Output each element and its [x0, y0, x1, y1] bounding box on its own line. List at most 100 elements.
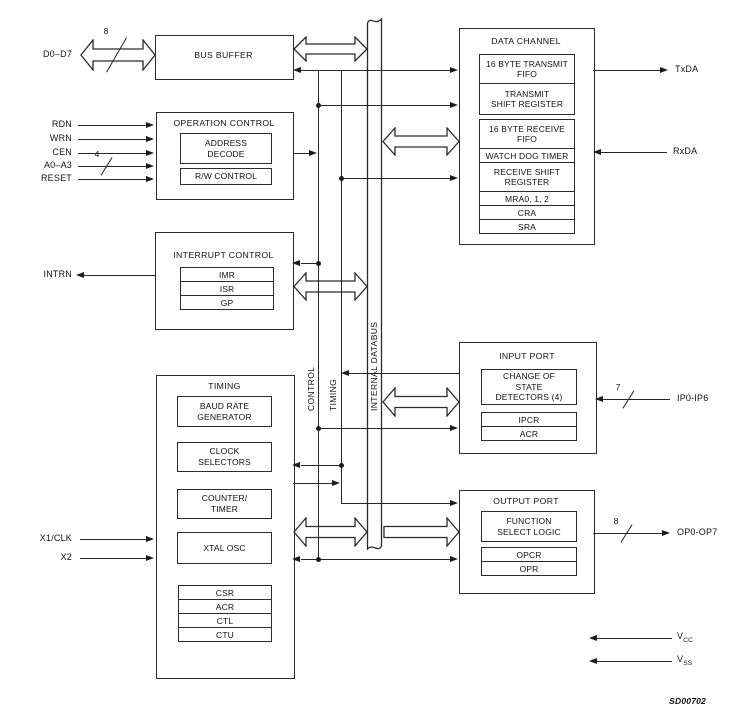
register-opr: OPR: [482, 561, 576, 575]
arrowhead: [146, 163, 154, 169]
x2-label: X2: [60, 552, 72, 562]
rx-fifo-box: 16 BYTE RECEIVE FIFO: [489, 124, 565, 144]
arrowhead: [292, 556, 300, 562]
rw-control-box: R/W CONTROL: [180, 168, 272, 185]
junction-dot: [339, 463, 344, 468]
x1clk-wire: [80, 539, 147, 541]
register-acr: ACR: [179, 599, 271, 613]
ip-wire: [603, 399, 670, 401]
vcc-sub: CC: [683, 636, 693, 644]
register-ctl: CTL: [179, 613, 271, 627]
op-width-8: 8: [613, 516, 619, 526]
wrn-wire: [78, 139, 147, 141]
input-port-title: INPUT PORT: [499, 351, 555, 361]
rxda-wire: [601, 152, 667, 154]
interrupt-control-title: INTERRUPT CONTROL: [173, 250, 274, 260]
rdn-wire: [78, 125, 147, 127]
xtal-osc-box: XTAL OSC: [177, 532, 272, 564]
arrowhead: [146, 176, 154, 182]
wire-inputport-timingline: [349, 373, 459, 375]
tx-fifo-box: 16 BYTE TRANSMIT FIFO: [485, 59, 569, 79]
operation-control-block: [156, 112, 294, 200]
register-ipcr: IPCR: [518, 414, 540, 425]
arrowhead: [293, 67, 301, 73]
a0a3-label: A0–A3: [43, 160, 72, 170]
arrowhead: [450, 102, 458, 108]
register-sra: SRA: [480, 219, 574, 233]
wire-opcontrol-controlline: [293, 153, 311, 155]
arrowhead: [332, 480, 340, 486]
arrowhead: [450, 500, 458, 506]
internal-databus-label: INTERNAL DATABUS: [369, 321, 379, 411]
ip-label: IP0-IP6: [677, 393, 709, 403]
wire-timing-rxshift: [341, 178, 451, 180]
rdn-label: RDN: [51, 119, 72, 129]
txda-wire: [593, 70, 661, 72]
data-channel-block: [459, 28, 595, 245]
arrowhead: [589, 658, 597, 664]
address-decode-box: ADDRESS DECODE: [180, 133, 272, 164]
timing-block: [156, 375, 295, 679]
internal-databus: [366, 17, 383, 551]
cen-wire: [78, 153, 147, 155]
arrowhead: [450, 556, 458, 562]
register-imr: IMR: [218, 269, 236, 280]
counter-timer-box: COUNTER/ TIMER: [177, 489, 272, 519]
arrowhead: [146, 136, 154, 142]
junction-dot: [339, 176, 344, 181]
operation-control-title: OPERATION CONTROL: [173, 118, 275, 128]
output-port-title: OUTPUT PORT: [493, 496, 559, 506]
reset-wire: [78, 179, 147, 181]
vcc-wire: [597, 638, 672, 640]
x2-wire: [80, 558, 147, 560]
register-ctu: CTU: [179, 627, 271, 641]
bus-buffer-block: [155, 35, 294, 80]
register-gp: GP: [181, 295, 273, 309]
double-arrow-databus-inputport: [382, 387, 460, 417]
arrowhead: [450, 175, 458, 181]
wire-busbuffer-datachannel: [301, 70, 451, 72]
baud-rate-generator-box: BAUD RATE GENERATOR: [177, 396, 272, 427]
control-line-label: CONTROL: [306, 366, 316, 411]
wire-timingblock-timingline: [293, 483, 333, 485]
double-arrow-interrupt-databus: [293, 272, 368, 301]
address-width-4: 4: [94, 149, 100, 159]
wire-xtal-outputport: [301, 559, 451, 561]
arrowhead: [292, 462, 300, 468]
double-arrow-busbuffer-databus: [293, 36, 368, 62]
vss-wire: [597, 661, 672, 663]
vss-sub: SS: [683, 659, 693, 667]
bus-width-8: 8: [103, 26, 109, 36]
receive-group: 16 BYTE RECEIVE FIFO WATCH DOG TIMER REC…: [479, 119, 575, 192]
interrupt-registers: IMR ISR GP: [180, 267, 274, 310]
arrowhead: [341, 370, 349, 376]
timing-title: TIMING: [208, 381, 241, 391]
wire-control-txshift: [318, 105, 451, 107]
double-arrow-timing-databus: [293, 517, 368, 547]
arrowhead: [76, 272, 84, 278]
arrowhead: [292, 260, 300, 266]
d0d7-label: D0–D7: [42, 49, 72, 59]
intrn-label: INTRN: [43, 269, 72, 279]
op-wire: [593, 533, 663, 535]
junction-dot: [316, 426, 321, 431]
transmit-group: 16 BYTE TRANSMIT FIFO TRANSMIT SHIFT REG…: [479, 54, 575, 115]
arrowhead: [595, 396, 603, 402]
junction-dot: [316, 103, 321, 108]
register-mra: MRA0, 1, 2: [504, 193, 550, 204]
junction-dot: [316, 557, 321, 562]
register-isr: ISR: [181, 281, 273, 295]
arrowhead: [309, 150, 317, 156]
register-csr: CSR: [215, 587, 235, 598]
input-port-registers: IPCR ACR: [481, 412, 577, 441]
control-line: [318, 70, 320, 560]
vss-label: VSS: [677, 654, 692, 667]
reset-label: RESET: [40, 173, 72, 183]
a0a3-wire: [78, 166, 147, 168]
double-arrow-databus-datachannel: [382, 127, 460, 156]
wire-timingline-outputport: [341, 503, 451, 505]
register-acr-input: ACR: [482, 426, 576, 440]
arrowhead: [450, 425, 458, 431]
cen-label: CEN: [52, 147, 72, 157]
arrow-databus-outputport: [383, 517, 460, 547]
